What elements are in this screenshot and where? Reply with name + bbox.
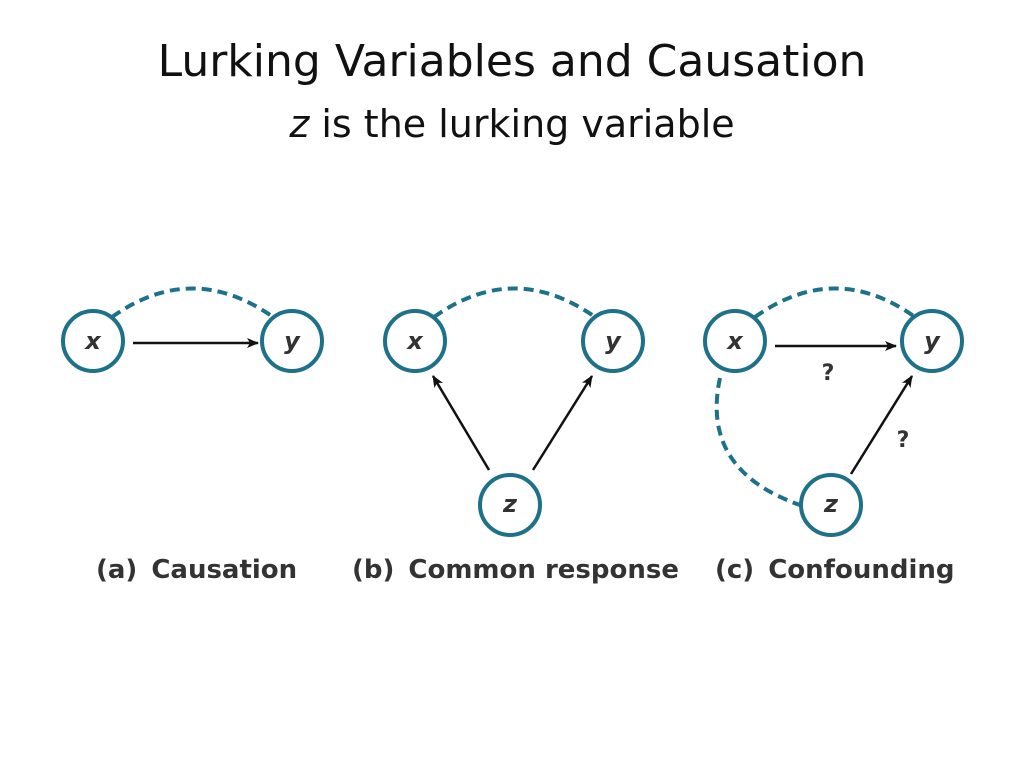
panel-c-caption: (c) Confounding	[715, 555, 954, 585]
panel-a-node-x: x	[61, 309, 125, 373]
panel-b-node-y-label: y	[605, 327, 622, 355]
panel-b-caption: (b) Common response	[352, 555, 679, 585]
panel-c-arrow-z-to-y	[849, 375, 914, 475]
panel-a-association-dashed-arc	[110, 286, 275, 319]
subtitle-variable: z	[289, 102, 310, 146]
panel-c-node-z: z	[799, 473, 863, 537]
panel-c-node-y-label: y	[924, 327, 941, 355]
panel-a-caption-text: Causation	[151, 555, 297, 585]
panel-c-node-y: y	[900, 309, 964, 373]
panel-b-caption-letter: (b)	[352, 555, 394, 585]
panel-c-node-z-label: z	[823, 490, 839, 518]
panel-a: x y (a) Causation	[61, 286, 324, 585]
slide-subtitle: z is the lurking variable	[0, 102, 1024, 146]
panel-b-caption-text: Common response	[408, 555, 679, 585]
panel-b-node-x-label: x	[406, 327, 424, 355]
panel-b-node-y: y	[581, 309, 645, 373]
panel-c-question-x-y: ?	[822, 361, 835, 386]
panel-b-node-x: x	[383, 309, 447, 373]
panel-c-node-x-label: x	[726, 327, 744, 355]
panel-c-caption-text: Confounding	[768, 555, 954, 585]
slide-title: Lurking Variables and Causation	[157, 36, 867, 87]
panel-a-node-y-label: y	[284, 327, 301, 355]
panel-c-node-x: x	[703, 309, 767, 373]
panel-a-node-y: y	[260, 309, 324, 373]
panel-c-confounding-dashed-arc	[714, 377, 801, 507]
panel-b-node-z-label: z	[502, 490, 518, 518]
panel-c-association-dashed-arc	[753, 286, 917, 319]
panel-a-caption-letter: (a)	[96, 555, 137, 585]
panel-a-node-x-label: x	[84, 327, 102, 355]
panel-a-caption: (a) Causation	[96, 555, 297, 585]
subtitle-text: is the lurking variable	[309, 102, 735, 146]
panel-c: ? ? x y z (c) Confounding	[703, 286, 964, 585]
panel-c-caption-letter: (c)	[715, 555, 754, 585]
panel-b-node-z: z	[478, 473, 542, 537]
panel-b-association-dashed-arc	[432, 286, 597, 319]
panel-b-arrow-z-to-y	[531, 375, 594, 471]
panel-b: x y z (b) Common response	[352, 286, 679, 585]
panel-c-question-z-y: ?	[897, 428, 910, 453]
panel-b-arrow-z-to-x	[431, 375, 491, 471]
